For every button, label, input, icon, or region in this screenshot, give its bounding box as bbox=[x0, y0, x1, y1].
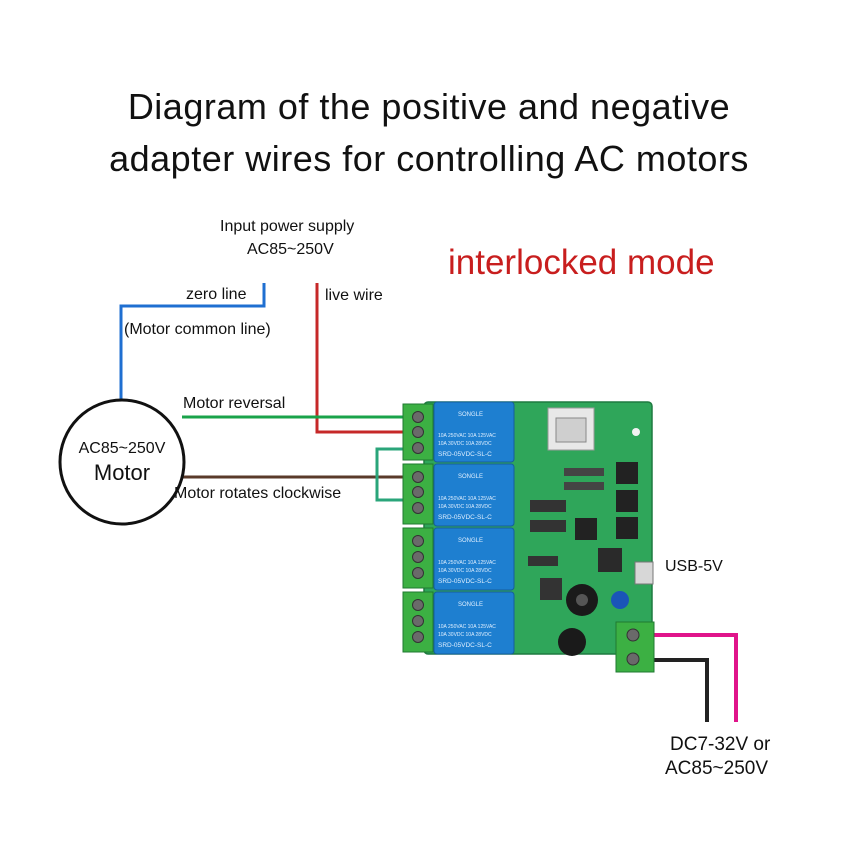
usb-port bbox=[634, 561, 654, 585]
dc-label-line1: DC7-32V or bbox=[670, 734, 771, 755]
relay-3-brand: SONGLE bbox=[458, 538, 483, 544]
button-1 bbox=[616, 462, 638, 484]
relay-row-1 bbox=[402, 401, 515, 463]
relay-2-rating2: 10A 30VDC 10A 28VDC bbox=[438, 504, 492, 510]
dc-negative-wire bbox=[653, 658, 709, 722]
blue-capacitor bbox=[611, 591, 629, 609]
title-line-2: adapter wires for controlling AC motors bbox=[109, 138, 749, 179]
jumper-wire bbox=[375, 447, 412, 502]
live-wire bbox=[315, 283, 412, 434]
capacitor-2 bbox=[558, 628, 586, 656]
mode-label: interlocked mode bbox=[448, 243, 715, 282]
relay-3-rating2: 10A 30VDC 10A 28VDC bbox=[438, 568, 492, 574]
button-4 bbox=[575, 518, 597, 540]
motor-circle bbox=[58, 398, 186, 526]
usb-label: USB-5V bbox=[665, 558, 723, 575]
relay-2-rating1: 10A 250VAC 10A 125VAC bbox=[438, 496, 496, 502]
motor-common-label: (Motor common line) bbox=[124, 321, 271, 338]
zero-line-label: zero line bbox=[186, 286, 247, 303]
input-power-label: Input power supply bbox=[220, 218, 355, 235]
relay-1-rating1: 10A 250VAC 10A 125VAC bbox=[438, 433, 496, 439]
relay-3-model: SRD-05VDC-SL-C bbox=[438, 578, 492, 585]
dc-positive-wire bbox=[653, 633, 738, 722]
button-3 bbox=[616, 517, 638, 539]
relay-row-2 bbox=[402, 463, 515, 527]
relay-1-brand: SONGLE bbox=[458, 412, 483, 418]
relay-4-brand: SONGLE bbox=[458, 602, 483, 608]
motor-voltage: AC85~250V bbox=[78, 440, 166, 457]
relay-2-model: SRD-05VDC-SL-C bbox=[438, 514, 492, 521]
relay-4-rating1: 10A 250VAC 10A 125VAC bbox=[438, 624, 496, 630]
relay-1-rating2: 10A 30VDC 10A 28VDC bbox=[438, 441, 492, 447]
motor-reversal-label: Motor reversal bbox=[183, 395, 286, 412]
motor-name: Motor bbox=[93, 460, 151, 485]
dc-label-line2: AC85~250V bbox=[665, 758, 768, 779]
motor-clockwise-label: Motor rotates clockwise bbox=[174, 485, 342, 502]
relay-row-3 bbox=[402, 527, 515, 591]
relay-3-rating1: 10A 250VAC 10A 125VAC bbox=[438, 560, 496, 566]
relay-4-model: SRD-05VDC-SL-C bbox=[438, 642, 492, 649]
zero-line-wire bbox=[119, 283, 266, 400]
button-2 bbox=[616, 490, 638, 512]
relay-row-4 bbox=[402, 591, 515, 655]
relay-1-model: SRD-05VDC-SL-C bbox=[438, 451, 492, 458]
relay-2-brand: SONGLE bbox=[458, 474, 483, 480]
title-line-1: Diagram of the positive and negative bbox=[127, 86, 731, 127]
live-wire-label: live wire bbox=[325, 287, 383, 304]
relay-4-rating2: 10A 30VDC 10A 28VDC bbox=[438, 632, 492, 638]
input-power-voltage: AC85~250V bbox=[247, 241, 334, 258]
